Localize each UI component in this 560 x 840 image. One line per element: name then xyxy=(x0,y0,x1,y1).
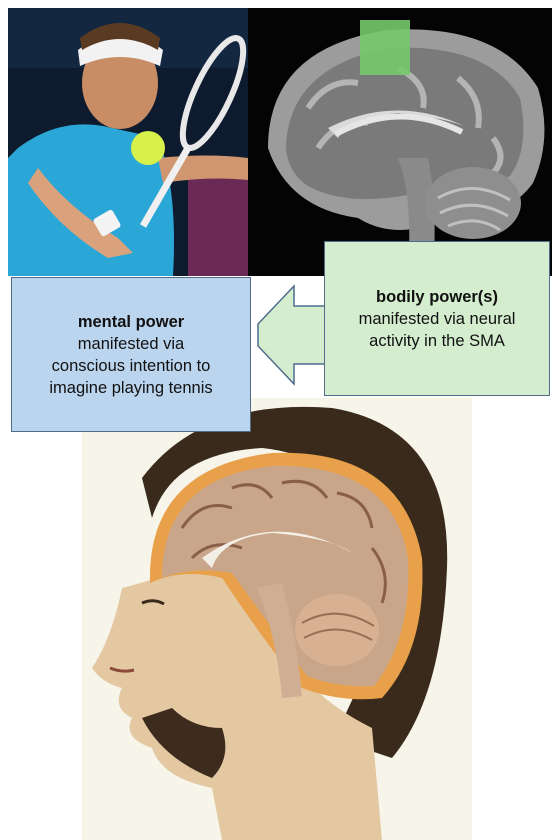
brain-mri-image xyxy=(248,8,552,276)
mental-power-line-3: imagine playing tennis xyxy=(49,377,212,399)
tennis-player-photo xyxy=(8,8,248,276)
mental-power-box: mental power manifested via conscious in… xyxy=(11,277,251,432)
double-arrow xyxy=(248,270,328,400)
bodily-power-line-2: activity in the SMA xyxy=(369,330,505,352)
bodily-power-line-1: manifested via neural xyxy=(359,308,516,330)
bodily-power-title: bodily power(s) xyxy=(376,286,498,308)
mental-power-title: mental power xyxy=(78,311,184,333)
mental-power-line-1: manifested via xyxy=(78,333,184,355)
mental-power-line-2: conscious intention to xyxy=(52,355,211,377)
anatomical-head-illustration xyxy=(82,398,472,840)
bodily-power-box: bodily power(s) manifested via neural ac… xyxy=(324,241,550,396)
